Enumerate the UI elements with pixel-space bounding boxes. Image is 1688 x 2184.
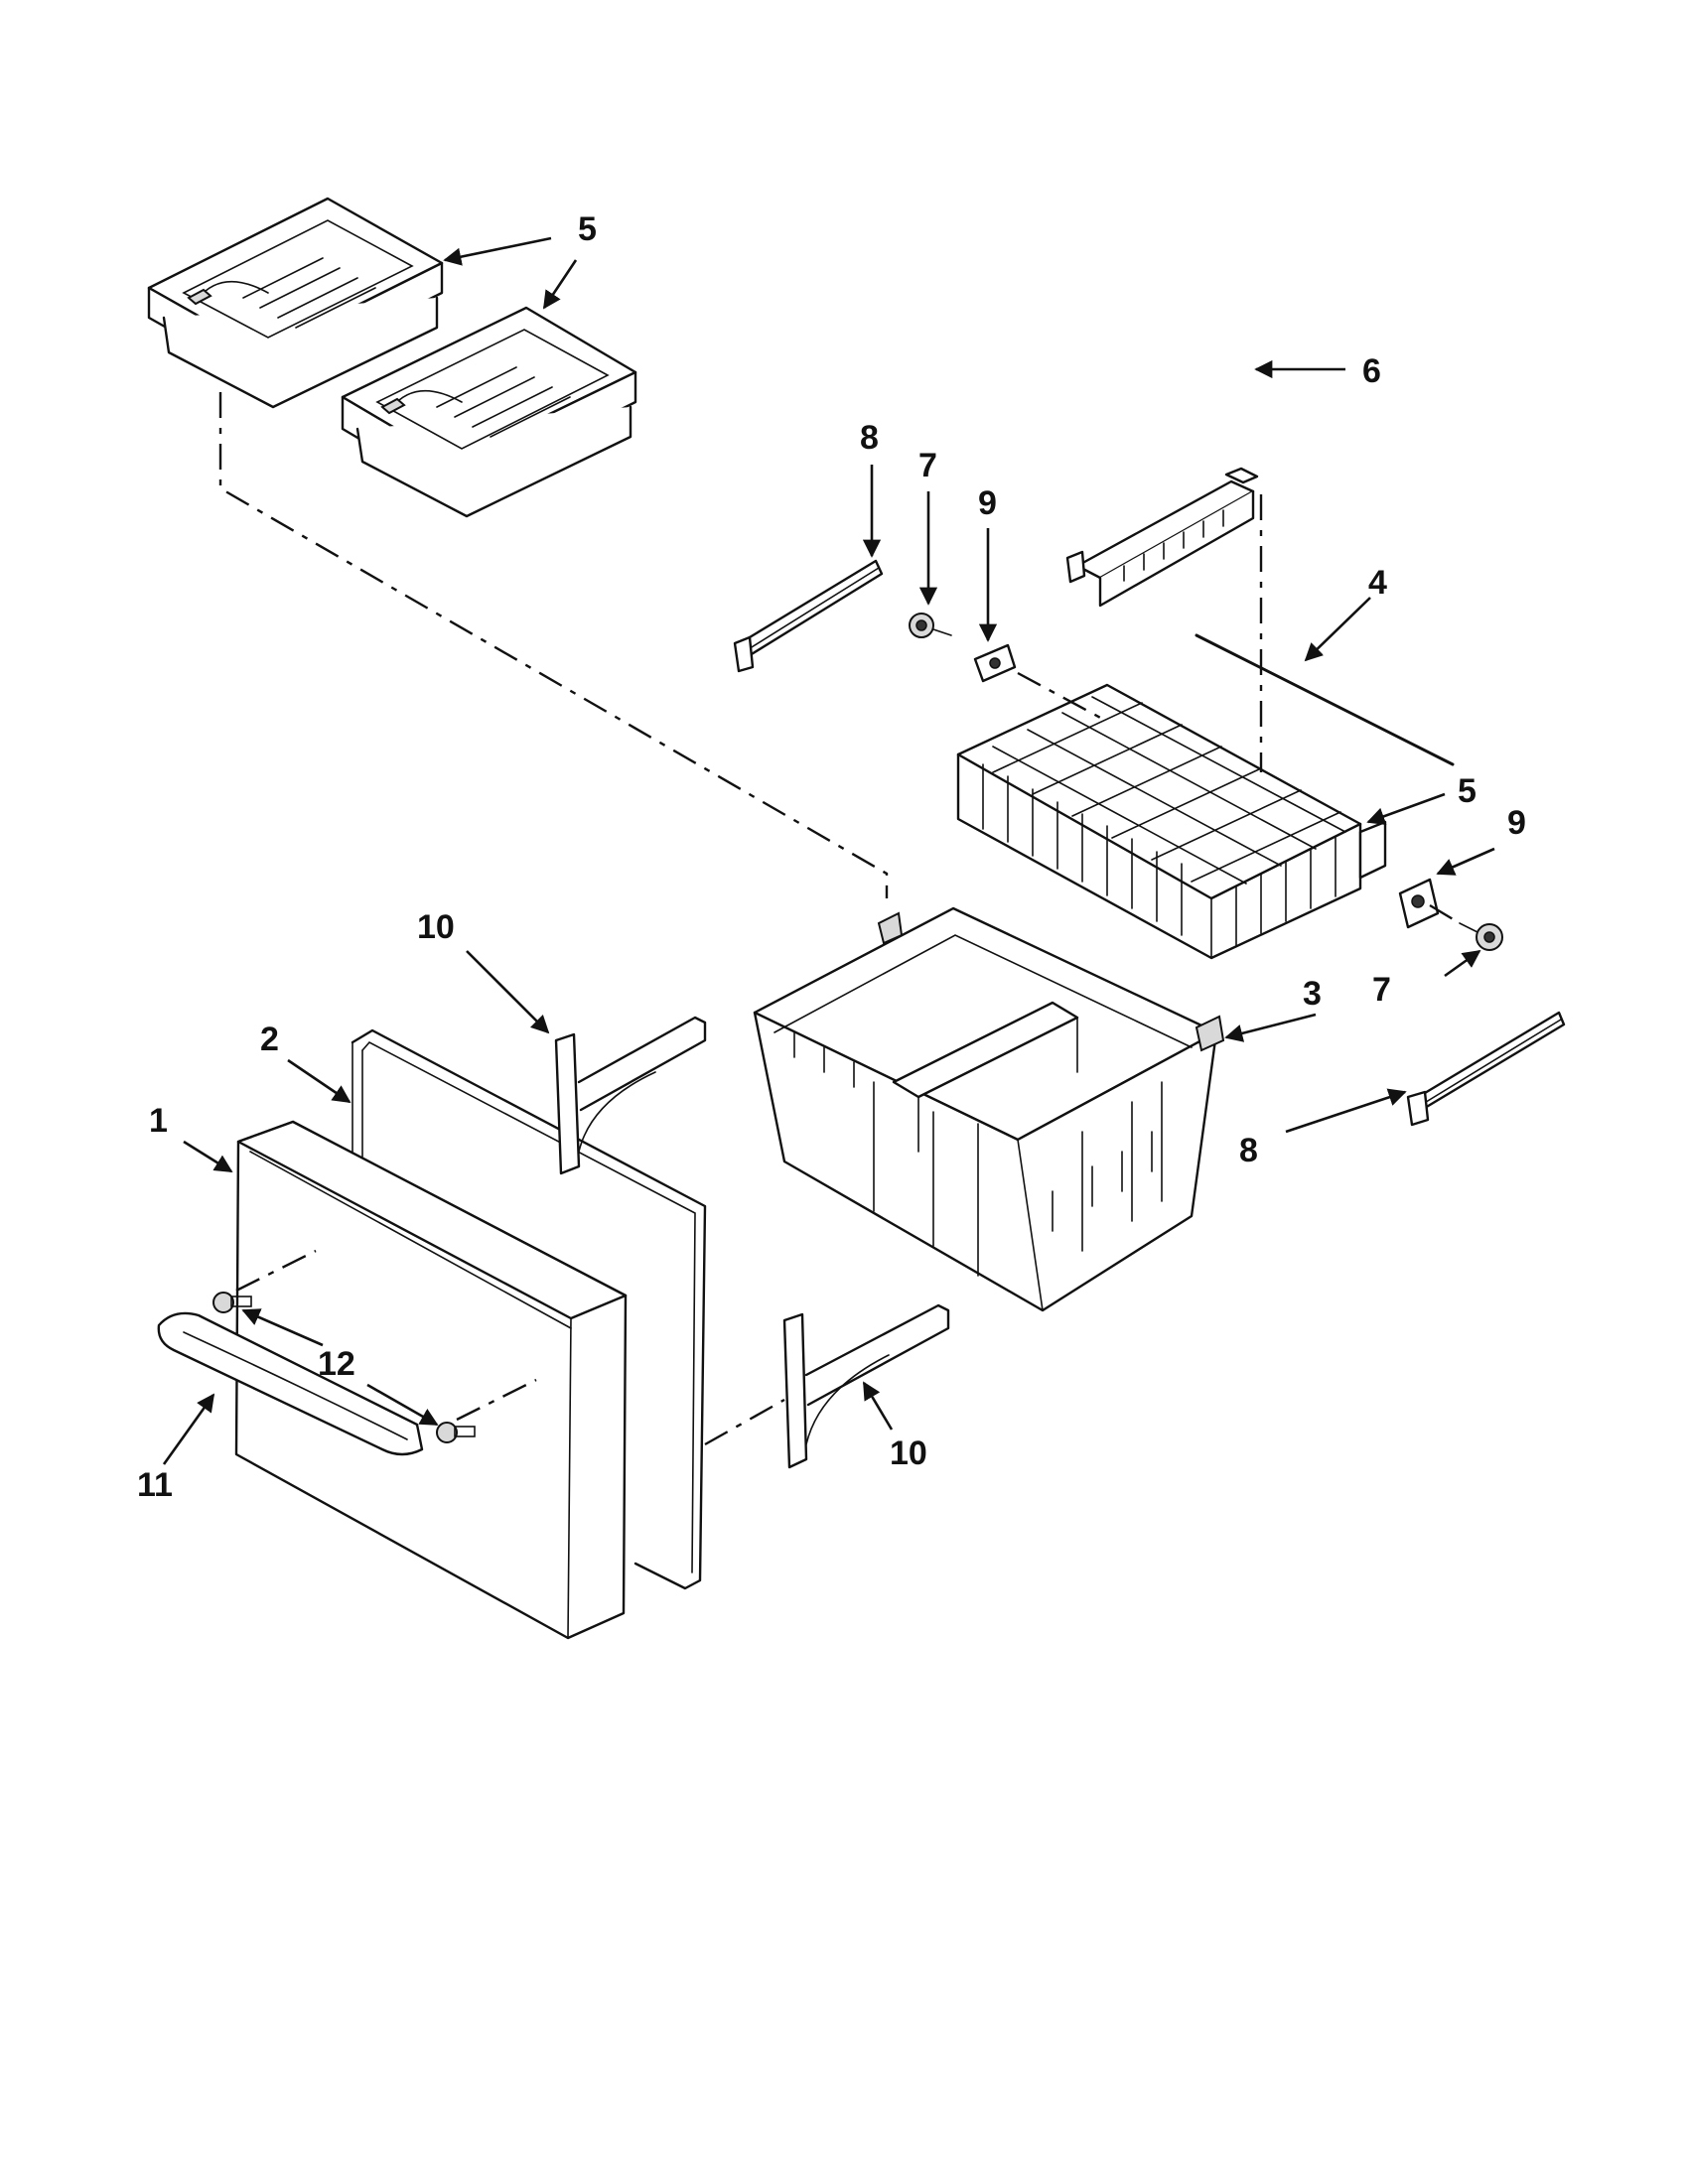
callout-9-upper-bracket: 9 xyxy=(978,484,997,522)
freezer-basket xyxy=(753,906,1225,1312)
wire-rod xyxy=(1195,633,1455,766)
callout-5-wire-basket: 5 xyxy=(1458,772,1477,810)
callout-7-lower-roller: 7 xyxy=(1372,971,1391,1009)
callout-12-screws: 12 xyxy=(318,1345,355,1383)
roller-upper xyxy=(909,613,952,638)
door-gasket xyxy=(351,1028,707,1590)
upper-bin-right xyxy=(341,306,637,518)
callout-labels: 5 8 7 9 6 4 5 9 7 3 8 10 2 1 12 11 10 xyxy=(137,210,1526,1504)
slide-rail-lower xyxy=(1406,1011,1566,1127)
callout-10-upper-bracket: 10 xyxy=(417,908,455,946)
callout-4-wire-rod: 4 xyxy=(1368,564,1387,602)
screw-top xyxy=(212,1292,252,1313)
bracket-upper xyxy=(973,643,1017,683)
wire-basket xyxy=(956,683,1387,960)
assembly-line-upper-bins xyxy=(218,392,889,898)
callout-2-gasket: 2 xyxy=(260,1021,279,1058)
callout-5-upper-bins: 5 xyxy=(578,210,597,248)
callout-9-lower-bracket: 9 xyxy=(1507,804,1526,842)
assembly-line-screw-bottom xyxy=(456,1378,537,1422)
assembly-line-screw-top xyxy=(235,1249,317,1293)
callout-8-upper-rail: 8 xyxy=(860,419,879,457)
door-panel xyxy=(234,1120,628,1640)
assembly-line-bracket xyxy=(1017,671,1105,722)
bracket-lower xyxy=(1398,878,1440,929)
basket-divider xyxy=(1065,467,1259,608)
callout-11-handle: 11 xyxy=(137,1466,173,1504)
callout-leaders xyxy=(162,236,1495,1465)
upper-bin-left xyxy=(147,197,444,409)
door-bracket-upper xyxy=(554,1016,707,1175)
callout-3-freezer-basket: 3 xyxy=(1303,975,1322,1013)
slide-rail-upper xyxy=(733,559,884,673)
screw-bottom xyxy=(436,1422,476,1443)
callout-7-upper-roller: 7 xyxy=(918,447,937,484)
callout-8-lower-rail: 8 xyxy=(1239,1132,1258,1169)
callout-1-door: 1 xyxy=(149,1102,168,1140)
roller-lower xyxy=(1459,922,1503,951)
assembly-line-roller xyxy=(1429,903,1461,925)
callout-6-divider: 6 xyxy=(1362,352,1381,390)
assembly-line-door-hinge xyxy=(704,1398,785,1446)
door-bracket-lower xyxy=(782,1303,950,1469)
callout-10-lower-bracket: 10 xyxy=(890,1434,927,1472)
door-handle xyxy=(157,1311,424,1456)
